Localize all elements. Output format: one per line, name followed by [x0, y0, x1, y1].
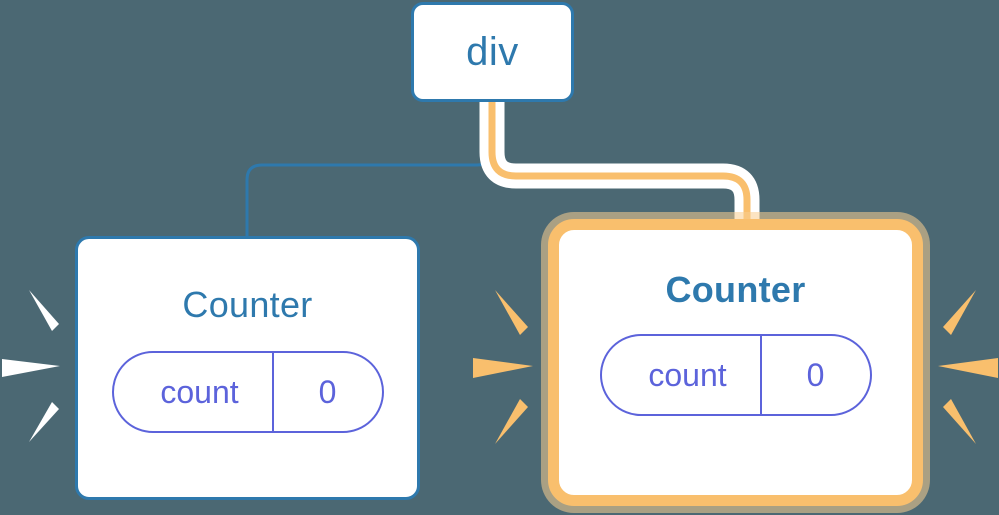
- state-key: count: [160, 374, 239, 410]
- node-counter-left-label: Counter: [182, 284, 313, 325]
- sparkle-ray-middle: [473, 358, 533, 378]
- node-counter-left[interactable]: Counter count 0: [75, 236, 420, 500]
- sparkle-ray-upper: [943, 290, 976, 335]
- sparkle-ray-lower: [29, 402, 59, 442]
- edge-div-to-counter-left: [245, 100, 494, 238]
- node-counter-right-label: Counter: [665, 269, 806, 310]
- sparkle-ray-middle: [2, 359, 60, 377]
- burst-right-of-counter-left: [473, 282, 543, 452]
- node-div-label: div: [466, 30, 519, 74]
- burst-left-of-counter-left: [2, 282, 72, 452]
- state-key: count: [648, 357, 727, 393]
- sparkle-ray-lower: [495, 399, 528, 444]
- sparkle-ray-upper: [495, 290, 528, 335]
- node-counter-right[interactable]: Counter count 0: [548, 219, 923, 506]
- state-pill-counter-left: count 0: [111, 351, 384, 433]
- state-value: 0: [759, 336, 870, 414]
- state-pill-counter-right: count 0: [599, 334, 872, 416]
- sparkle-ray-lower: [943, 399, 976, 444]
- sparkle-ray-upper: [29, 290, 59, 331]
- node-div[interactable]: div: [411, 2, 574, 102]
- state-value: 0: [271, 353, 382, 431]
- burst-right-of-counter-right: [928, 282, 998, 452]
- edge-div-to-counter-right-glow: [479, 102, 760, 232]
- edge-div-to-counter-right: [488, 102, 751, 232]
- sparkle-ray-middle: [938, 358, 998, 378]
